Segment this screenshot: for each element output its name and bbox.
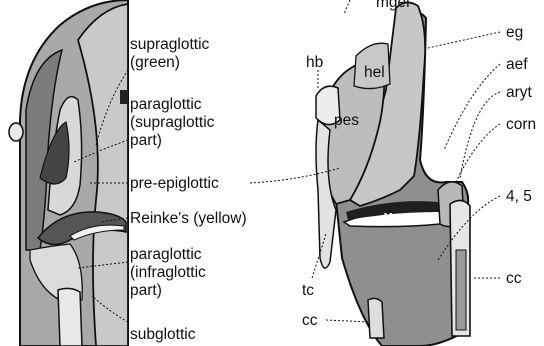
label-cc-right: cc [506,270,522,288]
coronal-section [9,0,128,346]
sagittal-section [316,2,470,346]
label-corn: corn [506,116,536,134]
label-pes: pes [334,112,359,130]
leader-cc-bottom [326,320,370,322]
label-reinke: Reinke's (yellow) [130,210,247,228]
label-supraglottic: supraglottic (green) [130,36,209,72]
label-four-five: 4, 5 [506,188,532,206]
label-paraglottic-infraglottic: paraglottic (infraglottic part) [130,246,206,300]
label-pre-epiglottic: pre-epiglottic [130,175,219,193]
leader-aryt [460,92,500,178]
coronal-cricoid [58,288,82,346]
label-paraglottic-supraglottic: paraglottic (supraglottic part) [130,96,214,150]
coronal-hyoid-tab [9,123,23,141]
label-aef: aef [506,56,528,74]
label-tc: tc [302,282,314,300]
coronal-notch [120,90,128,104]
label-mgel: mgel [376,0,410,12]
leader-eg [428,32,500,48]
label-cc-bottom: cc [302,312,318,330]
leader-mgel-tick [344,0,350,14]
label-hel: hel [364,64,385,82]
sagittal-cricoid-inner [456,250,466,330]
label-hb: hb [306,54,323,72]
label-eg: eg [506,24,523,42]
label-aryt: aryt [506,84,532,102]
leader-aef [444,64,500,150]
label-subglottic: subglottic [130,326,195,344]
sagittal-cricoid-arch [368,298,384,338]
leader-corn [456,124,500,182]
label-v: v [384,208,392,225]
